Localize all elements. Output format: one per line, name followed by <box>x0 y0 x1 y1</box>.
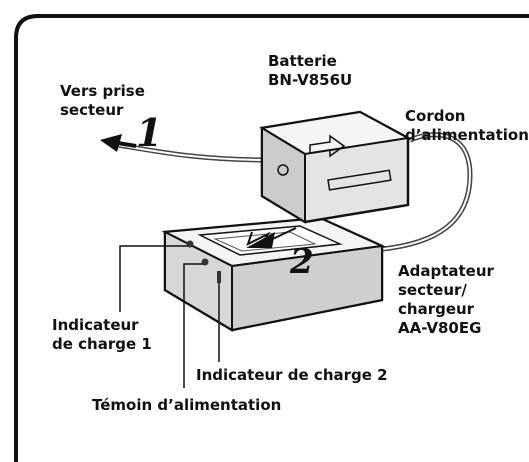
outlet-arrow <box>100 134 122 152</box>
step-2-number: 2 <box>290 242 314 282</box>
step-1-number: 1 <box>136 110 163 155</box>
indicator-1-lamp <box>186 240 194 248</box>
label-battery-line1: Batterie <box>268 52 337 70</box>
label-to-outlet: Vers prise secteur <box>60 82 145 120</box>
battery-body <box>259 110 412 224</box>
indicator-2-lamp <box>217 271 221 283</box>
label-adapter-line3: chargeur <box>398 300 475 318</box>
frame <box>14 14 529 462</box>
label-adapter-line2: secteur/ <box>398 281 467 299</box>
label-battery: Batterie BN-V856U <box>268 52 352 90</box>
leader-power-lamp <box>183 263 203 388</box>
label-charge-indicator-2: Indicateur de charge 2 <box>196 366 388 384</box>
label-adapter: Adaptateur secteur/ chargeur AA-V80EG <box>398 262 494 338</box>
label-to-outlet-line2: secteur <box>60 101 124 119</box>
label-charge-indicator-1-line1: Indicateur <box>52 316 139 334</box>
label-adapter-line4: AA-V80EG <box>398 319 482 337</box>
label-battery-line2: BN-V856U <box>268 71 353 89</box>
label-power-lamp: Témoin d’alimentation <box>92 396 282 414</box>
label-charge-indicator-1: Indicateur de charge 1 <box>52 316 152 354</box>
label-power-cord-line2: d’alimentation <box>405 126 529 144</box>
label-power-cord: Cordon d’alimentation <box>405 107 529 145</box>
label-to-outlet-line1: Vers prise <box>60 82 145 100</box>
power-lamp <box>201 258 209 266</box>
label-charge-indicator-1-line2: de charge 1 <box>52 335 152 353</box>
label-adapter-line1: Adaptateur <box>398 262 494 280</box>
label-power-cord-line1: Cordon <box>405 107 466 125</box>
leader-indicator-1 <box>119 245 188 312</box>
